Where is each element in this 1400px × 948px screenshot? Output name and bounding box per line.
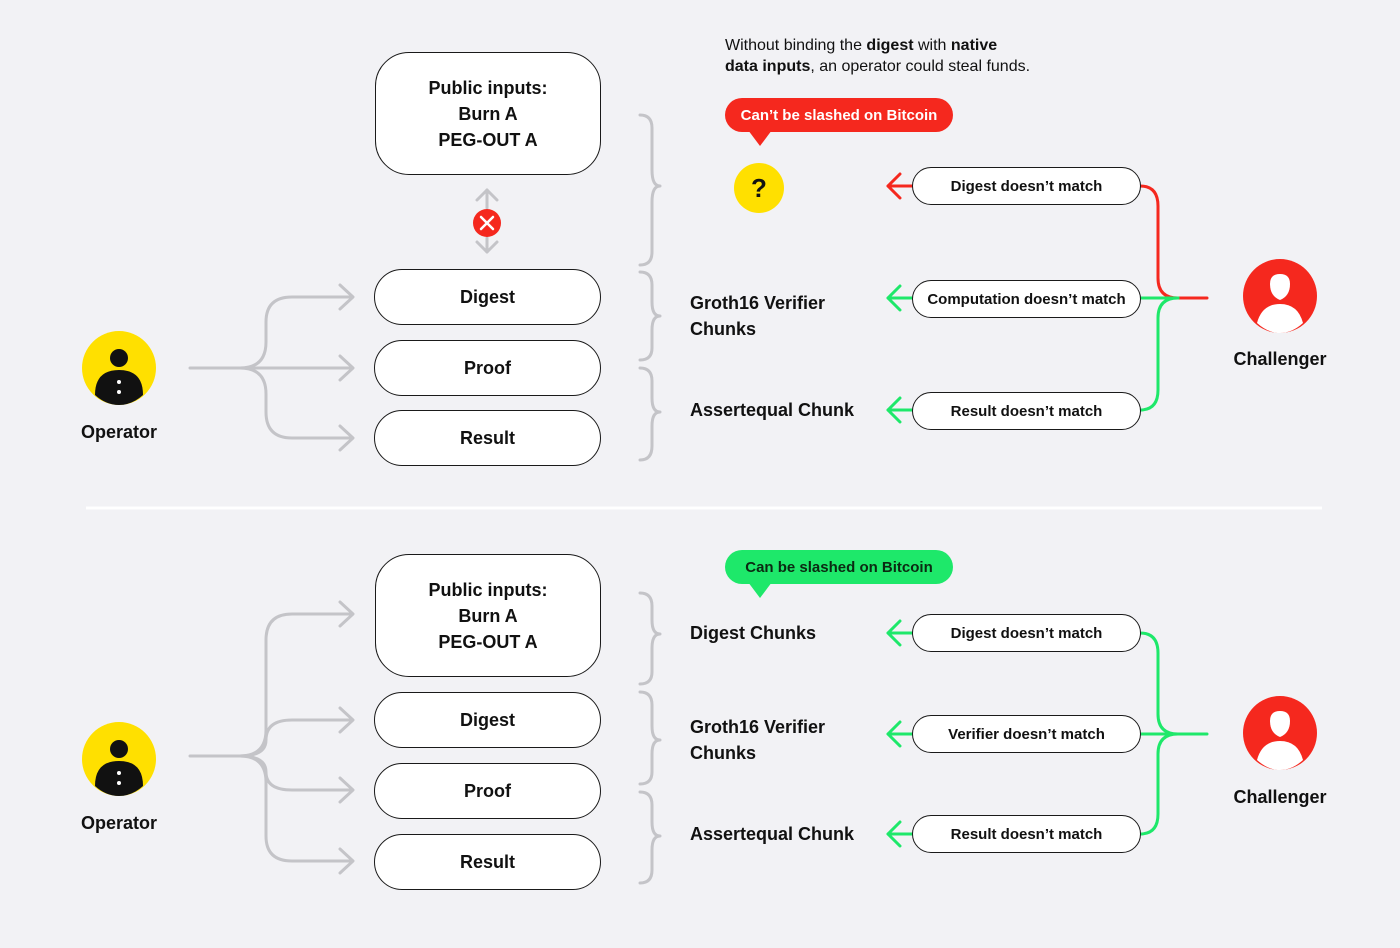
bottom-challenger-connector (1138, 631, 1209, 836)
bottom-group-groth16: Groth16 Verifier Chunks (690, 717, 826, 763)
bottom-group-digest-chunks: Digest Chunks (690, 623, 817, 643)
top-status-bubble: Can’t be slashed on Bitcoin (725, 98, 953, 132)
top-pill-computation-mismatch: Computation doesn’t match (912, 280, 1141, 318)
top-group-assertequal: Assertequal Chunk (690, 400, 855, 420)
bottom-operator-label: Operator (80, 813, 158, 833)
bottom-proof-box: Proof (374, 763, 601, 819)
public-inputs-title: Public inputs: (428, 579, 548, 600)
bottom-challenger-label: Challenger (1233, 787, 1327, 807)
bottom-operator-connector (188, 600, 355, 875)
note-text: Without binding the (725, 37, 867, 54)
x-mark-icon (473, 209, 501, 237)
bottom-digest-box: Digest (374, 692, 601, 748)
top-proof-box: Proof (374, 340, 601, 396)
bottom-challenger-icon (1243, 696, 1317, 770)
bottom-group-assertequal: Assertequal Chunk (690, 824, 855, 844)
bottom-result-box: Result (374, 834, 601, 890)
top-operator-connector (188, 283, 355, 452)
public-inputs-pegout: PEG-OUT A (438, 631, 538, 652)
public-inputs-burn: Burn A (458, 103, 518, 124)
top-broken-binding-arrow (475, 188, 499, 254)
top-operator-label: Operator (80, 422, 158, 442)
top-pill-arrows (886, 172, 914, 424)
bottom-pill-verifier-mismatch: Verifier doesn’t match (912, 715, 1141, 753)
top-pill-digest-mismatch: Digest doesn’t match (912, 167, 1141, 205)
question-icon (734, 163, 784, 213)
bottom-braces (638, 591, 662, 885)
top-challenger-icon (1243, 259, 1317, 333)
bottom-public-inputs-box: Public inputs: Burn A PEG-OUT A (375, 554, 601, 677)
bottom-status-bubble: Can be slashed on Bitcoin (725, 550, 953, 584)
bottom-pill-result-mismatch: Result doesn’t match (912, 815, 1141, 853)
bottom-bubble-tail (748, 582, 772, 598)
note-bold-data-inputs: data inputs (725, 58, 811, 75)
top-explanation-note: Without binding the digest with native da… (725, 35, 1105, 77)
top-result-box: Result (374, 410, 601, 466)
public-inputs-title: Public inputs: (428, 77, 548, 98)
top-challenger-label: Challenger (1233, 349, 1327, 369)
top-pill-result-mismatch: Result doesn’t match (912, 392, 1141, 430)
bottom-pill-arrows (886, 619, 914, 848)
top-digest-box: Digest (374, 269, 601, 325)
note-text: , an operator could steal funds. (810, 58, 1031, 75)
top-public-inputs-box: Public inputs: Burn A PEG-OUT A (375, 52, 601, 175)
note-bold-native: native (950, 37, 998, 54)
top-challenger-connector (1138, 184, 1209, 412)
top-group-groth16: Groth16 Verifier Chunks (690, 293, 826, 339)
public-inputs-burn: Burn A (458, 605, 518, 626)
bottom-operator-icon (82, 722, 156, 796)
public-inputs-pegout: PEG-OUT A (438, 129, 538, 150)
note-bold-digest: digest (866, 37, 914, 54)
top-operator-icon (82, 331, 156, 405)
note-text: with (913, 37, 951, 54)
top-bubble-tail (748, 130, 772, 146)
question-mark: ? (751, 173, 767, 203)
top-braces (638, 113, 662, 462)
bottom-pill-digest-mismatch: Digest doesn’t match (912, 614, 1141, 652)
